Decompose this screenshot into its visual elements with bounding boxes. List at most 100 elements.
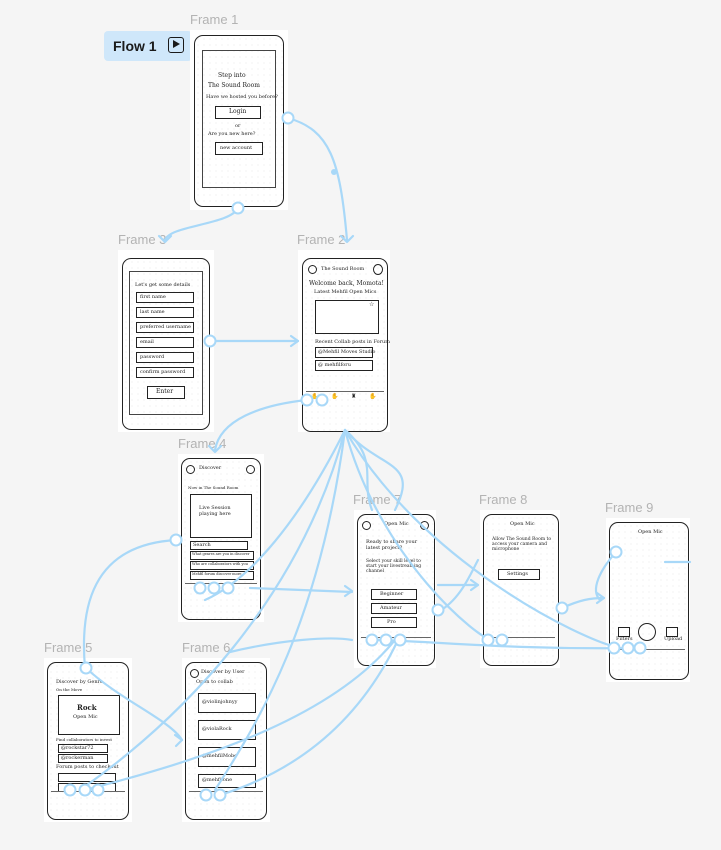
open-mic-card-sketch[interactable]: ☆ (315, 300, 379, 334)
login-button-sketch[interactable]: Login (215, 106, 261, 119)
connector-node[interactable] (203, 334, 217, 348)
connector-node[interactable] (213, 788, 227, 802)
play-icon[interactable] (168, 37, 184, 53)
search-icon[interactable] (186, 465, 195, 474)
discover-option-sketch[interactable]: Mehfil forum discover more (190, 571, 254, 580)
connector-node[interactable] (607, 641, 621, 655)
connector-f5-f6 (84, 666, 184, 742)
connector-f2-f4 (213, 398, 309, 452)
connector-node[interactable] (221, 581, 235, 595)
connector-node[interactable] (609, 545, 623, 559)
connector-f2-f6 (213, 428, 347, 792)
profile-icon[interactable] (246, 465, 255, 474)
live-session-card-sketch[interactable]: Live Session playing here (190, 494, 252, 538)
sketch-text: Ready to share your latest project? (366, 539, 418, 551)
connector-node[interactable] (431, 603, 445, 617)
search-icon[interactable] (190, 669, 199, 678)
collaborator-sketch[interactable]: @rockerman (58, 754, 108, 763)
upload-icon[interactable] (666, 627, 678, 637)
username-field-sketch[interactable]: preferred username (136, 322, 194, 333)
sketch-text: Open Mic (510, 521, 535, 527)
first-name-field-sketch[interactable]: first name (136, 292, 194, 303)
pro-button-sketch[interactable]: Pro (371, 617, 417, 628)
sketch-text: The Sound Room (321, 266, 365, 272)
forum-post-sketch[interactable]: @ mehfilforu (315, 360, 373, 371)
frame-9-label: Frame 9 (605, 500, 654, 515)
sketch-text: password (140, 354, 165, 360)
frame-9[interactable]: Open Mic Filters Upload (606, 518, 690, 682)
confirm-password-field-sketch[interactable]: confirm password (136, 367, 194, 378)
connector-node[interactable] (481, 633, 495, 647)
connector-node[interactable] (365, 633, 379, 647)
settings-button-sketch[interactable]: Settings (498, 569, 540, 580)
arrowhead (289, 334, 300, 348)
last-name-field-sketch[interactable]: last name (136, 307, 194, 318)
sketch-text: preferred username (140, 324, 191, 330)
learn-icon[interactable]: ✋ (331, 393, 339, 400)
forum-post-sketch[interactable] (58, 773, 116, 782)
connector-handle (331, 169, 337, 175)
password-field-sketch[interactable]: password (136, 352, 194, 363)
search-icon[interactable] (308, 265, 317, 274)
frame-5[interactable]: Discover by Genre On the Move Rock Open … (44, 658, 132, 822)
connector-node[interactable] (193, 581, 207, 595)
sketch-text: Now in The Sound Room (188, 485, 239, 490)
connector-node[interactable] (379, 633, 393, 647)
user-card-sketch[interactable]: @violaRock (198, 720, 256, 740)
connector-node[interactable] (495, 633, 509, 647)
search-bar-sketch[interactable]: Search (190, 541, 248, 550)
frame-3[interactable]: Let's get some details first name last n… (118, 250, 214, 432)
frame-4[interactable]: Discover Now in The Sound Room Live Sess… (178, 454, 264, 622)
connector-node[interactable] (169, 533, 183, 547)
phone-screen (129, 271, 203, 415)
email-field-sketch[interactable]: email (136, 337, 194, 348)
sketch-text: Amateur (380, 605, 402, 611)
new-account-button-sketch[interactable]: new account (215, 142, 263, 155)
connector-node[interactable] (555, 601, 569, 615)
profile-icon[interactable] (373, 264, 383, 275)
forum-post-sketch[interactable]: @Mehfil Moves Studio (315, 347, 375, 358)
phone-screen (202, 50, 276, 188)
connector-node[interactable] (207, 581, 221, 595)
connector-node[interactable] (63, 783, 77, 797)
forum-icon[interactable]: ✋ (369, 393, 377, 400)
enter-button-sketch[interactable]: Enter (147, 386, 185, 399)
sketch-text: What genres are you in discover (192, 552, 250, 556)
bottom-nav-sketch (613, 649, 685, 662)
connector-node[interactable] (300, 393, 314, 407)
record-button-icon[interactable] (638, 623, 656, 641)
connector-node[interactable] (393, 633, 407, 647)
mic-icon[interactable]: ♜ (351, 393, 357, 400)
sketch-text: Latest Mehfil Open Mics (314, 289, 377, 295)
sketch-text: Step into (218, 72, 246, 79)
connector-node[interactable] (91, 783, 105, 797)
collaborator-sketch[interactable]: @rockstar72 (58, 744, 108, 753)
frame-1-label: Frame 1 (190, 12, 239, 27)
connector-node[interactable] (78, 783, 92, 797)
connector-node[interactable] (231, 201, 245, 215)
connector-node[interactable] (315, 393, 329, 407)
sketch-text: Discover (199, 465, 222, 471)
frame-4-label: Frame 4 (178, 436, 227, 451)
connector-node[interactable] (199, 788, 213, 802)
filters-icon[interactable] (618, 627, 630, 637)
frame-1[interactable]: Step into The Sound Room Have we hosted … (190, 30, 288, 210)
sketch-text: first name (140, 294, 166, 300)
home-icon[interactable]: ✋ (311, 393, 319, 400)
sketch-text: Search (193, 542, 211, 548)
connector-node[interactable] (621, 641, 635, 655)
search-icon[interactable] (362, 521, 371, 530)
amateur-button-sketch[interactable]: Amateur (371, 603, 417, 614)
user-card-sketch[interactable]: @violinjohnyy (198, 693, 256, 713)
flow-start-tag[interactable]: Flow 1 (104, 31, 192, 61)
connector-f4-f5 (82, 538, 178, 670)
connector-node[interactable] (633, 641, 647, 655)
connector-node[interactable] (79, 661, 93, 675)
discover-option-sketch[interactable]: What genres are you in discover (190, 551, 254, 560)
genre-card-sketch[interactable]: Rock Open Mic (58, 695, 120, 735)
arrowhead (173, 733, 184, 748)
sketch-text: Let's get some details (135, 282, 191, 288)
connector-node[interactable] (281, 111, 295, 125)
beginner-button-sketch[interactable]: Beginner (371, 589, 417, 600)
